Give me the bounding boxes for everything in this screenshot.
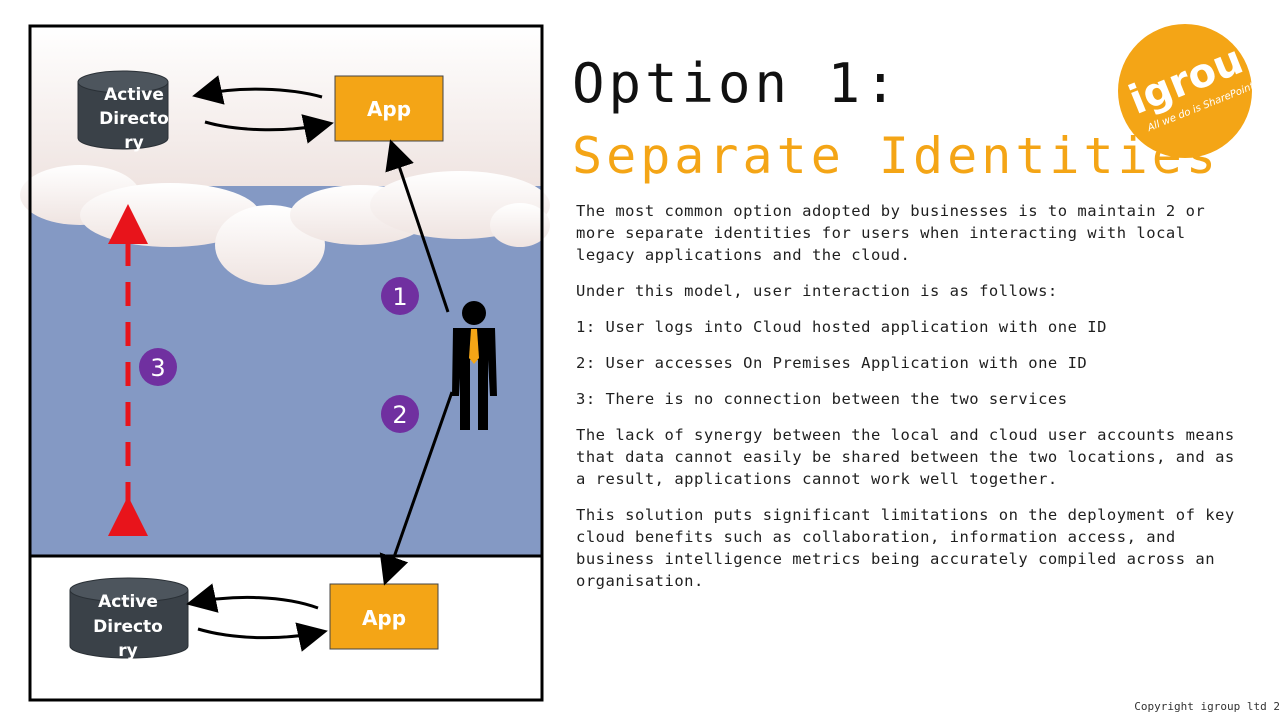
onprem-app-label: App — [362, 606, 406, 630]
cloud-ad-label-3: ry — [124, 133, 143, 153]
title-line-1: Option 1: — [572, 52, 901, 115]
onprem-sync-arrow-to-app — [197, 622, 328, 652]
user-to-onprem-app-arrow — [379, 391, 454, 586]
cloud-app-label: App — [367, 97, 411, 121]
onprem-app-box — [329, 583, 439, 650]
cloud-ad-label-2: Directo — [99, 109, 169, 129]
body-paragraph-2: Under this model, user interaction is as… — [576, 282, 1058, 300]
marker-3 — [139, 348, 177, 386]
onprem-active-directory: Active Directo ry — [69, 577, 189, 661]
body-paragraph-4: 2: User accesses On Premises Application… — [576, 354, 1088, 372]
body-paragraph-5: 3: There is no connection between the tw… — [576, 390, 1068, 408]
cloud-active-directory: Active Directo ry — [77, 70, 169, 153]
copyright-footer: Copyright igroup ltd 2 — [1134, 700, 1280, 713]
marker-3-label: 3 — [150, 354, 165, 382]
onprem-sync-arrow-to-ad — [186, 583, 319, 613]
title-line-2: Separate Identities — [572, 127, 1220, 185]
onprem-ad-label-3: ry — [118, 641, 137, 661]
body-paragraph-6: The lack of synergy between the local an… — [576, 426, 1235, 488]
cloud-app-box — [334, 75, 444, 142]
igroup-logo: igroup All we do is SharePoint — [1118, 24, 1252, 158]
marker-2 — [381, 395, 419, 433]
identity-diagram: Active Directo ry App Active Directo ry … — [20, 24, 550, 702]
body-paragraph-1: The most common option adopted by busine… — [576, 202, 1206, 264]
onprem-ad-label-2: Directo — [93, 617, 163, 637]
marker-1 — [381, 277, 419, 315]
body-text: The most common option adopted by busine… — [576, 200, 1236, 606]
body-paragraph-7: This solution puts significant limitatio… — [576, 506, 1235, 590]
user-icon — [452, 301, 497, 430]
body-paragraph-3: 1: User logs into Cloud hosted applicati… — [576, 318, 1107, 336]
marker-2-label: 2 — [392, 401, 407, 429]
diagram-frame — [28, 24, 544, 702]
cloud-sync-arrow-to-app — [204, 114, 334, 144]
cloud-ad-label-1: Active — [104, 85, 164, 105]
cloud-shape — [20, 26, 550, 285]
marker-1-label: 1 — [392, 283, 407, 311]
onprem-ad-label-1: Active — [98, 592, 158, 612]
cloud-sync-arrow-to-ad — [192, 75, 323, 105]
user-to-cloud-app-arrow — [385, 139, 450, 313]
